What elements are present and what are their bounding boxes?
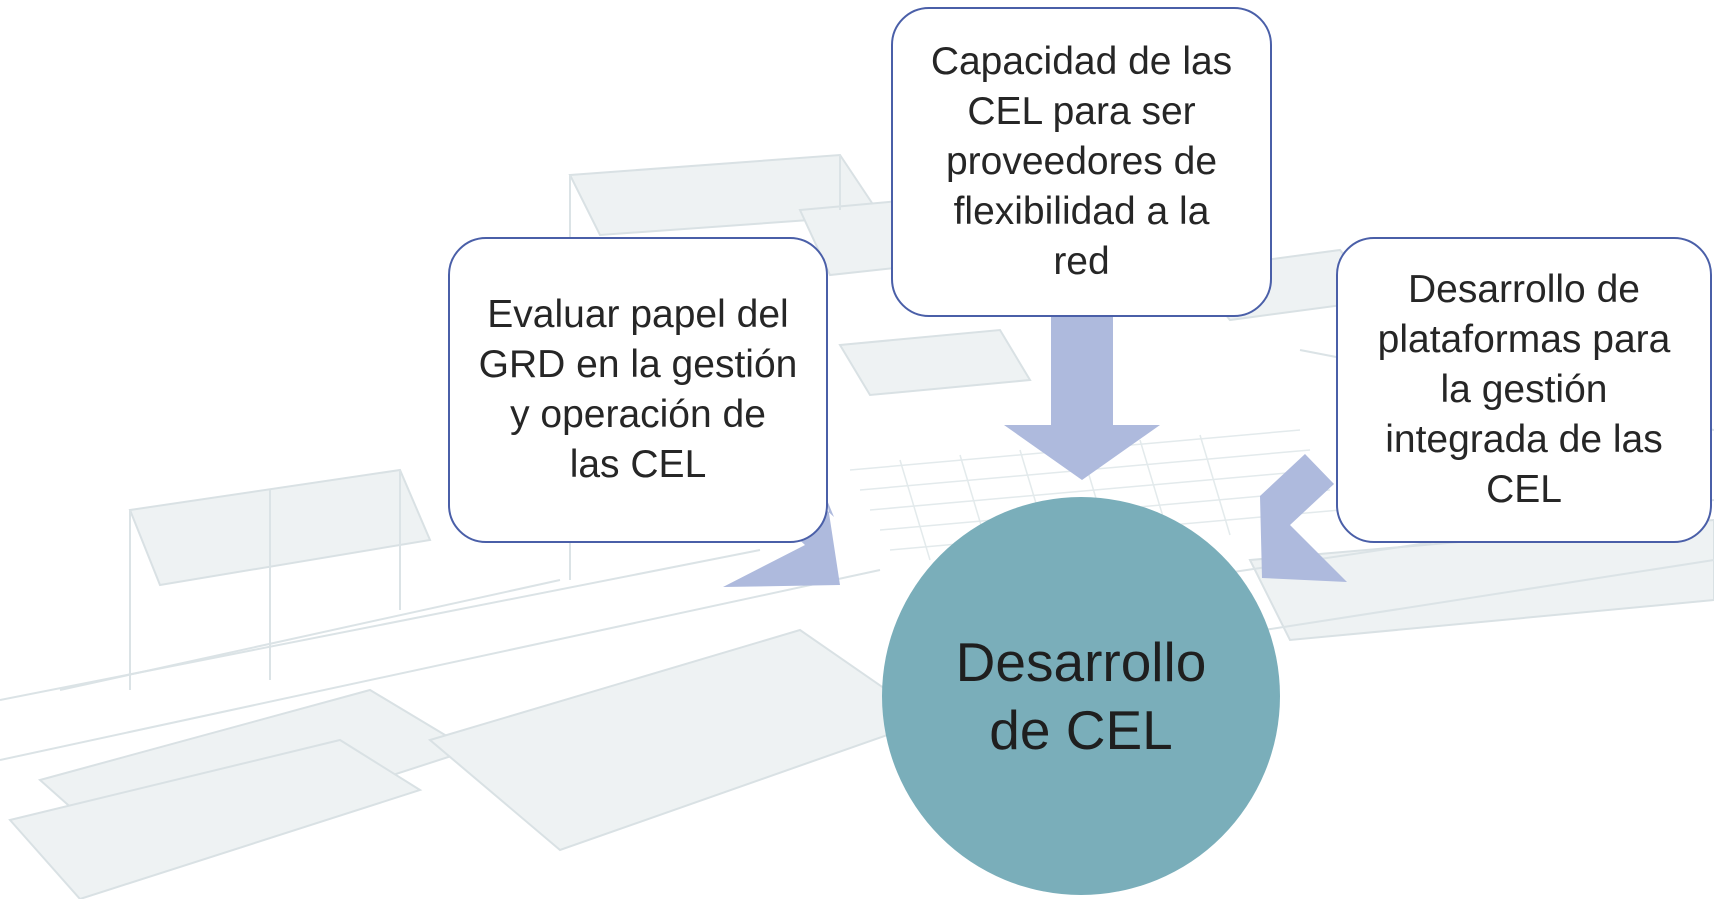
arrow-right-to-center — [1260, 454, 1347, 582]
node-capacidad-cel: Capacidad de las CEL para ser proveedore… — [891, 7, 1272, 317]
node-desarrollo-plataformas: Desarrollo de plataformas para la gestió… — [1336, 237, 1712, 543]
center-node-desarrollo-cel: Desarrollo de CEL — [882, 497, 1280, 895]
node-evaluar-papel-grd: Evaluar papel del GRD en la gestión y op… — [448, 237, 828, 543]
arrow-top-to-center — [1004, 312, 1160, 480]
